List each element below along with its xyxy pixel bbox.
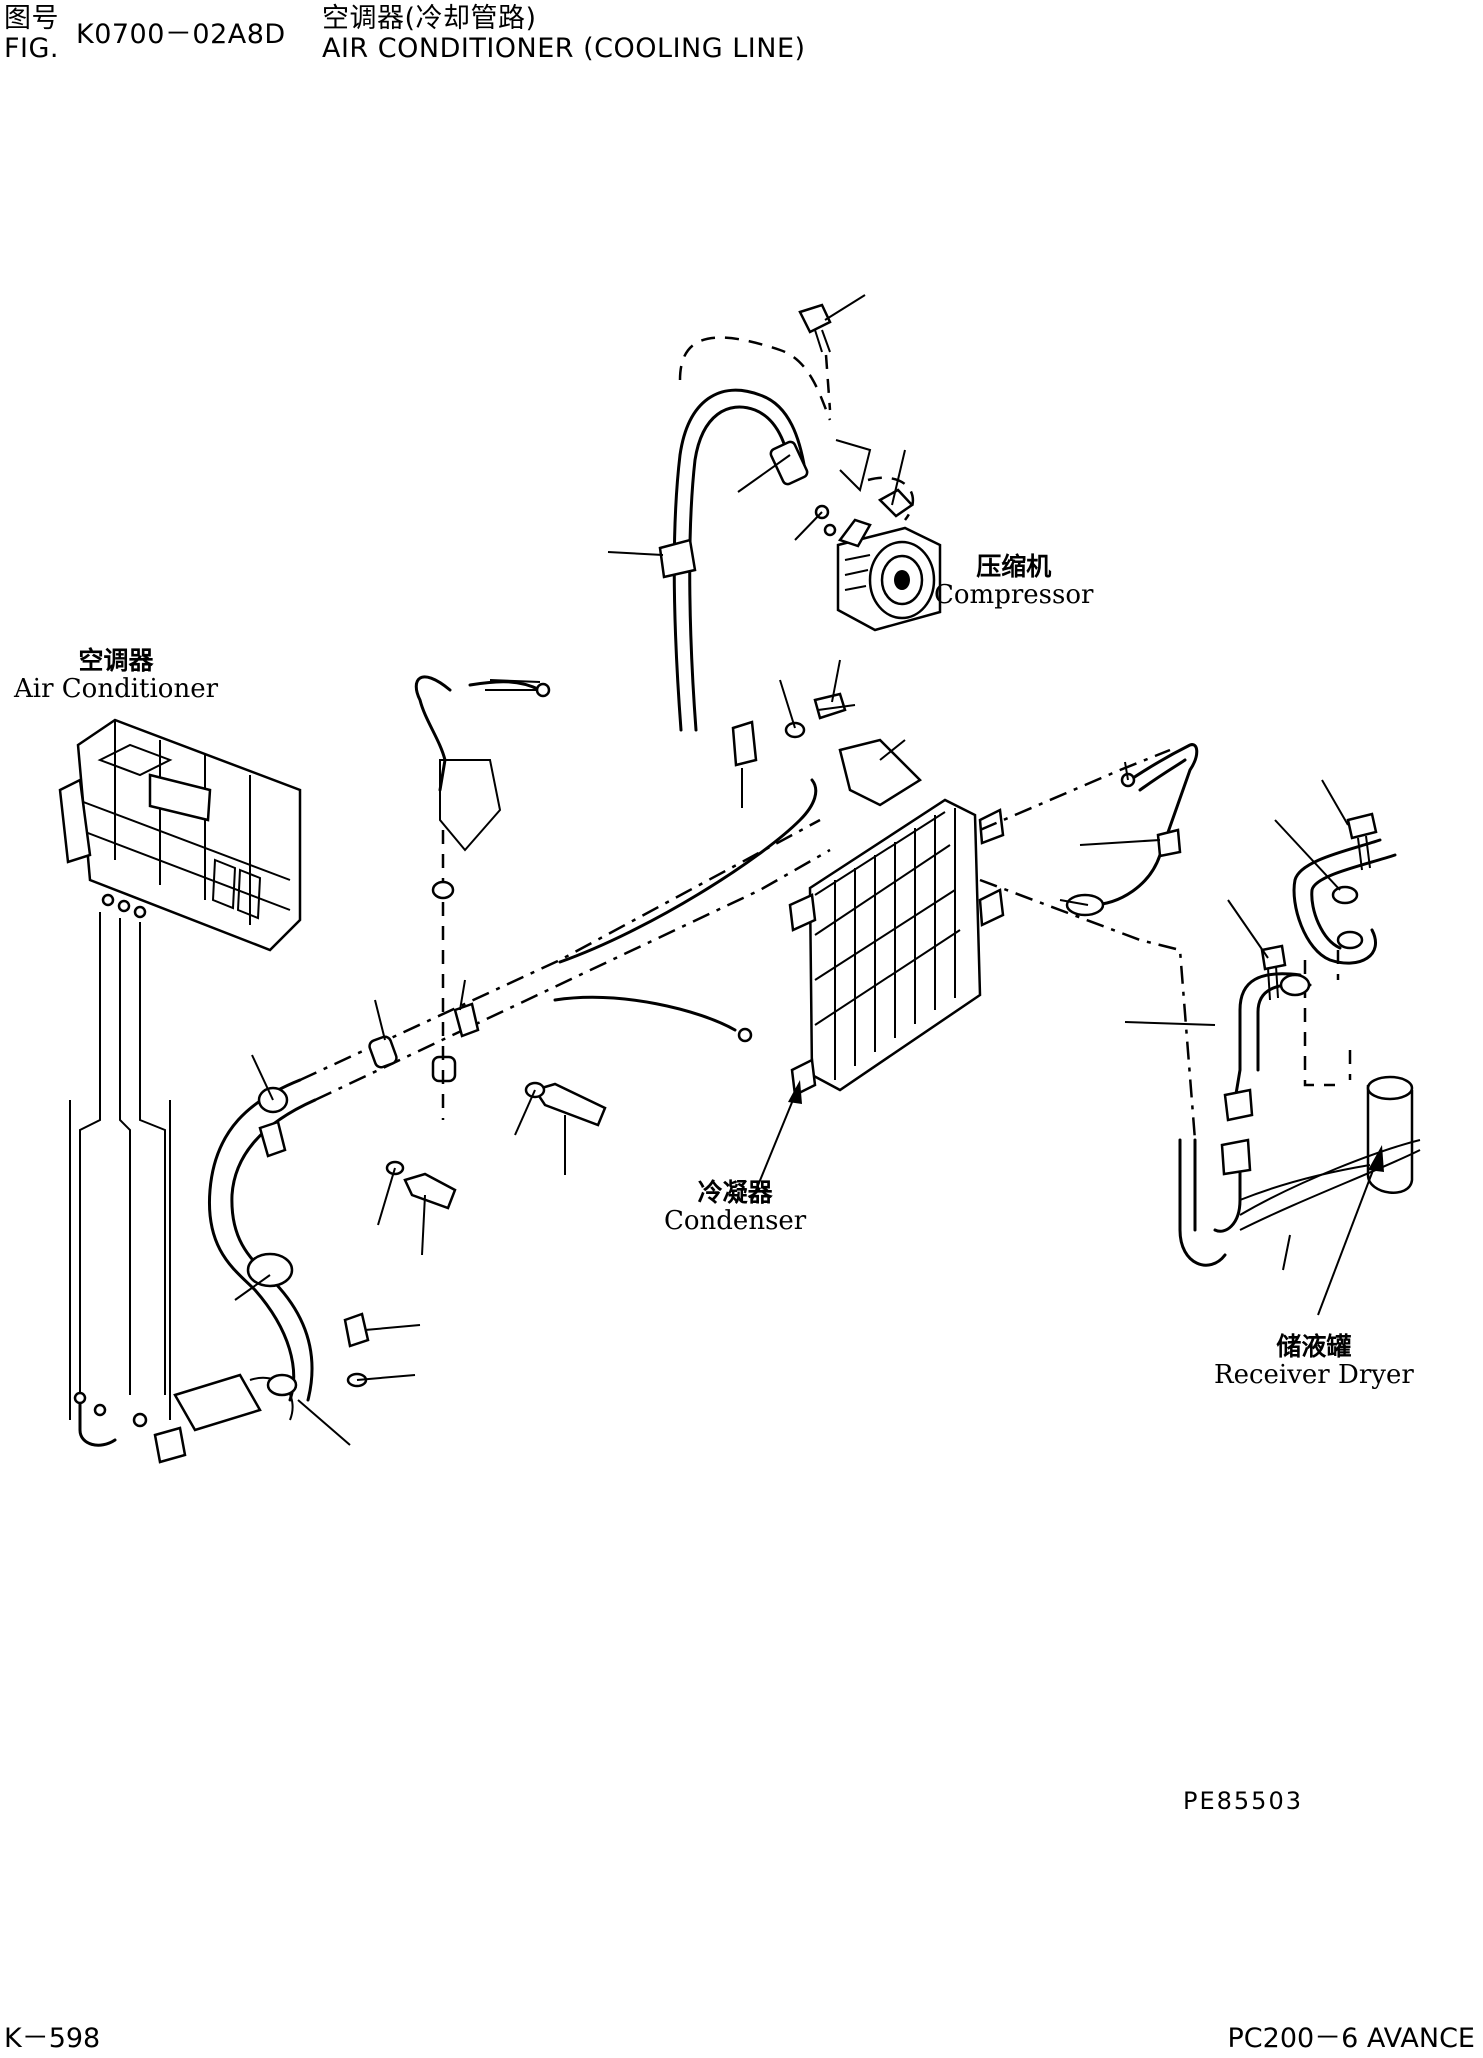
receiver-dryer-label-cn: 储液罐 [1276, 1332, 1352, 1361]
condenser-label-en: Condenser [664, 1206, 807, 1236]
air-conditioner-label-cn: 空调器 [78, 646, 154, 675]
compressor-bolt-icon [798, 303, 832, 411]
title-cn: 空调器(冷却管路) [322, 3, 537, 34]
compressor-label: 压缩机 Compressor [934, 552, 1093, 610]
liquid-line-drawing [207, 675, 831, 1402]
compressor-label-en: Compressor [934, 580, 1094, 610]
air-conditioner-label: 空调器 Air Conditioner [14, 646, 218, 704]
condenser-drawing [784, 692, 1197, 1141]
receiver-pipes-drawing [1065, 743, 1421, 1267]
condenser-label-cn: 冷凝器 [697, 1178, 773, 1207]
fig-label-cn: 图号 [4, 3, 59, 34]
leader-lines [234, 294, 1384, 1446]
model-name: PC200－6 AVANCE [1227, 2023, 1476, 2054]
air-conditioner-label-en: Air Conditioner [14, 674, 219, 704]
receiver-dryer-label: 储液罐 Receiver Dryer [1214, 1332, 1414, 1390]
condenser-label: 冷凝器 Condenser [664, 1178, 806, 1236]
page-number: K－598 [4, 2023, 101, 2054]
receiver-dryer-label-en: Receiver Dryer [1214, 1360, 1414, 1390]
air-conditioner-unit-drawing [58, 718, 302, 1464]
title-en: AIR CONDITIONER (COOLING LINE) [322, 33, 806, 64]
fig-label-en: FIG. [4, 33, 59, 64]
compressor-drawing [658, 303, 942, 767]
fig-number: K0700－02A8D [76, 19, 286, 50]
compressor-label-cn: 压缩机 [976, 552, 1052, 581]
drawing-code: PE85503 [1183, 1787, 1303, 1815]
